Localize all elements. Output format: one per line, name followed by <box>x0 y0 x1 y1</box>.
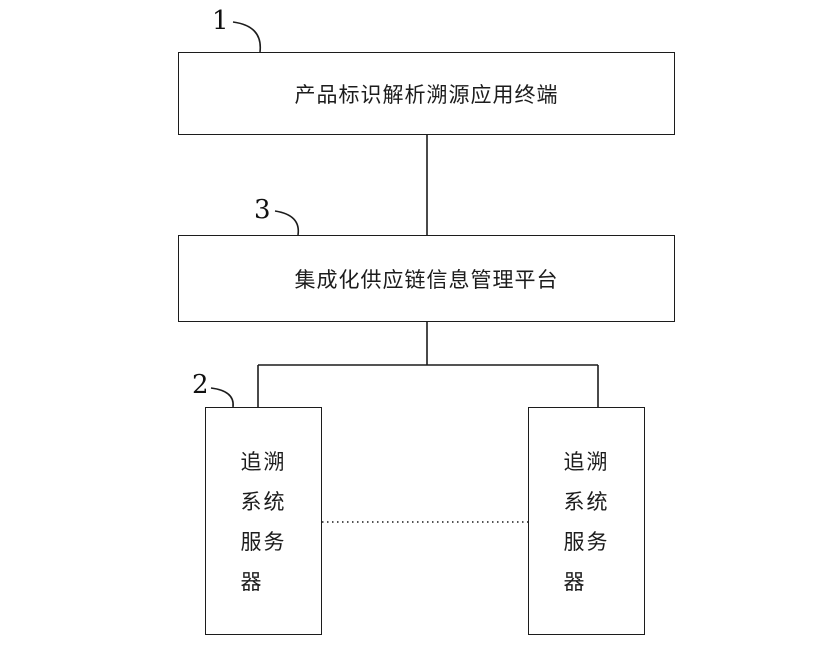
box-trace-server-right-label: 追溯 系统 服务 器 <box>564 446 610 596</box>
ref-number-3: 3 <box>254 195 271 225</box>
label-line: 追溯 <box>563 451 610 474</box>
label-line: 服务 <box>240 531 287 554</box>
box-management-platform: 集成化供应链信息管理平台 <box>178 235 675 322</box>
box-application-terminal-label: 产品标识解析溯源应用终端 <box>294 83 559 107</box>
label-line: 器 <box>563 571 587 594</box>
box-trace-server-right: 追溯 系统 服务 器 <box>528 407 645 635</box>
label-line: 器 <box>240 571 264 594</box>
leader-ref-2 <box>210 387 234 408</box>
ref-number-1: 1 <box>212 6 229 36</box>
leader-ref-3 <box>274 210 300 236</box>
ref-number-2: 2 <box>192 370 209 400</box>
label-line: 系统 <box>240 491 287 514</box>
label-line: 服务 <box>563 531 610 554</box>
box-management-platform-label: 集成化供应链信息管理平台 <box>294 268 559 292</box>
label-line: 系统 <box>563 491 610 514</box>
label-line: 追溯 <box>240 451 287 474</box>
box-trace-server-left-label: 追溯 系统 服务 器 <box>241 446 287 596</box>
box-application-terminal: 产品标识解析溯源应用终端 <box>178 52 675 135</box>
box-trace-server-left: 追溯 系统 服务 器 <box>205 407 322 635</box>
leader-ref-1 <box>232 21 262 53</box>
